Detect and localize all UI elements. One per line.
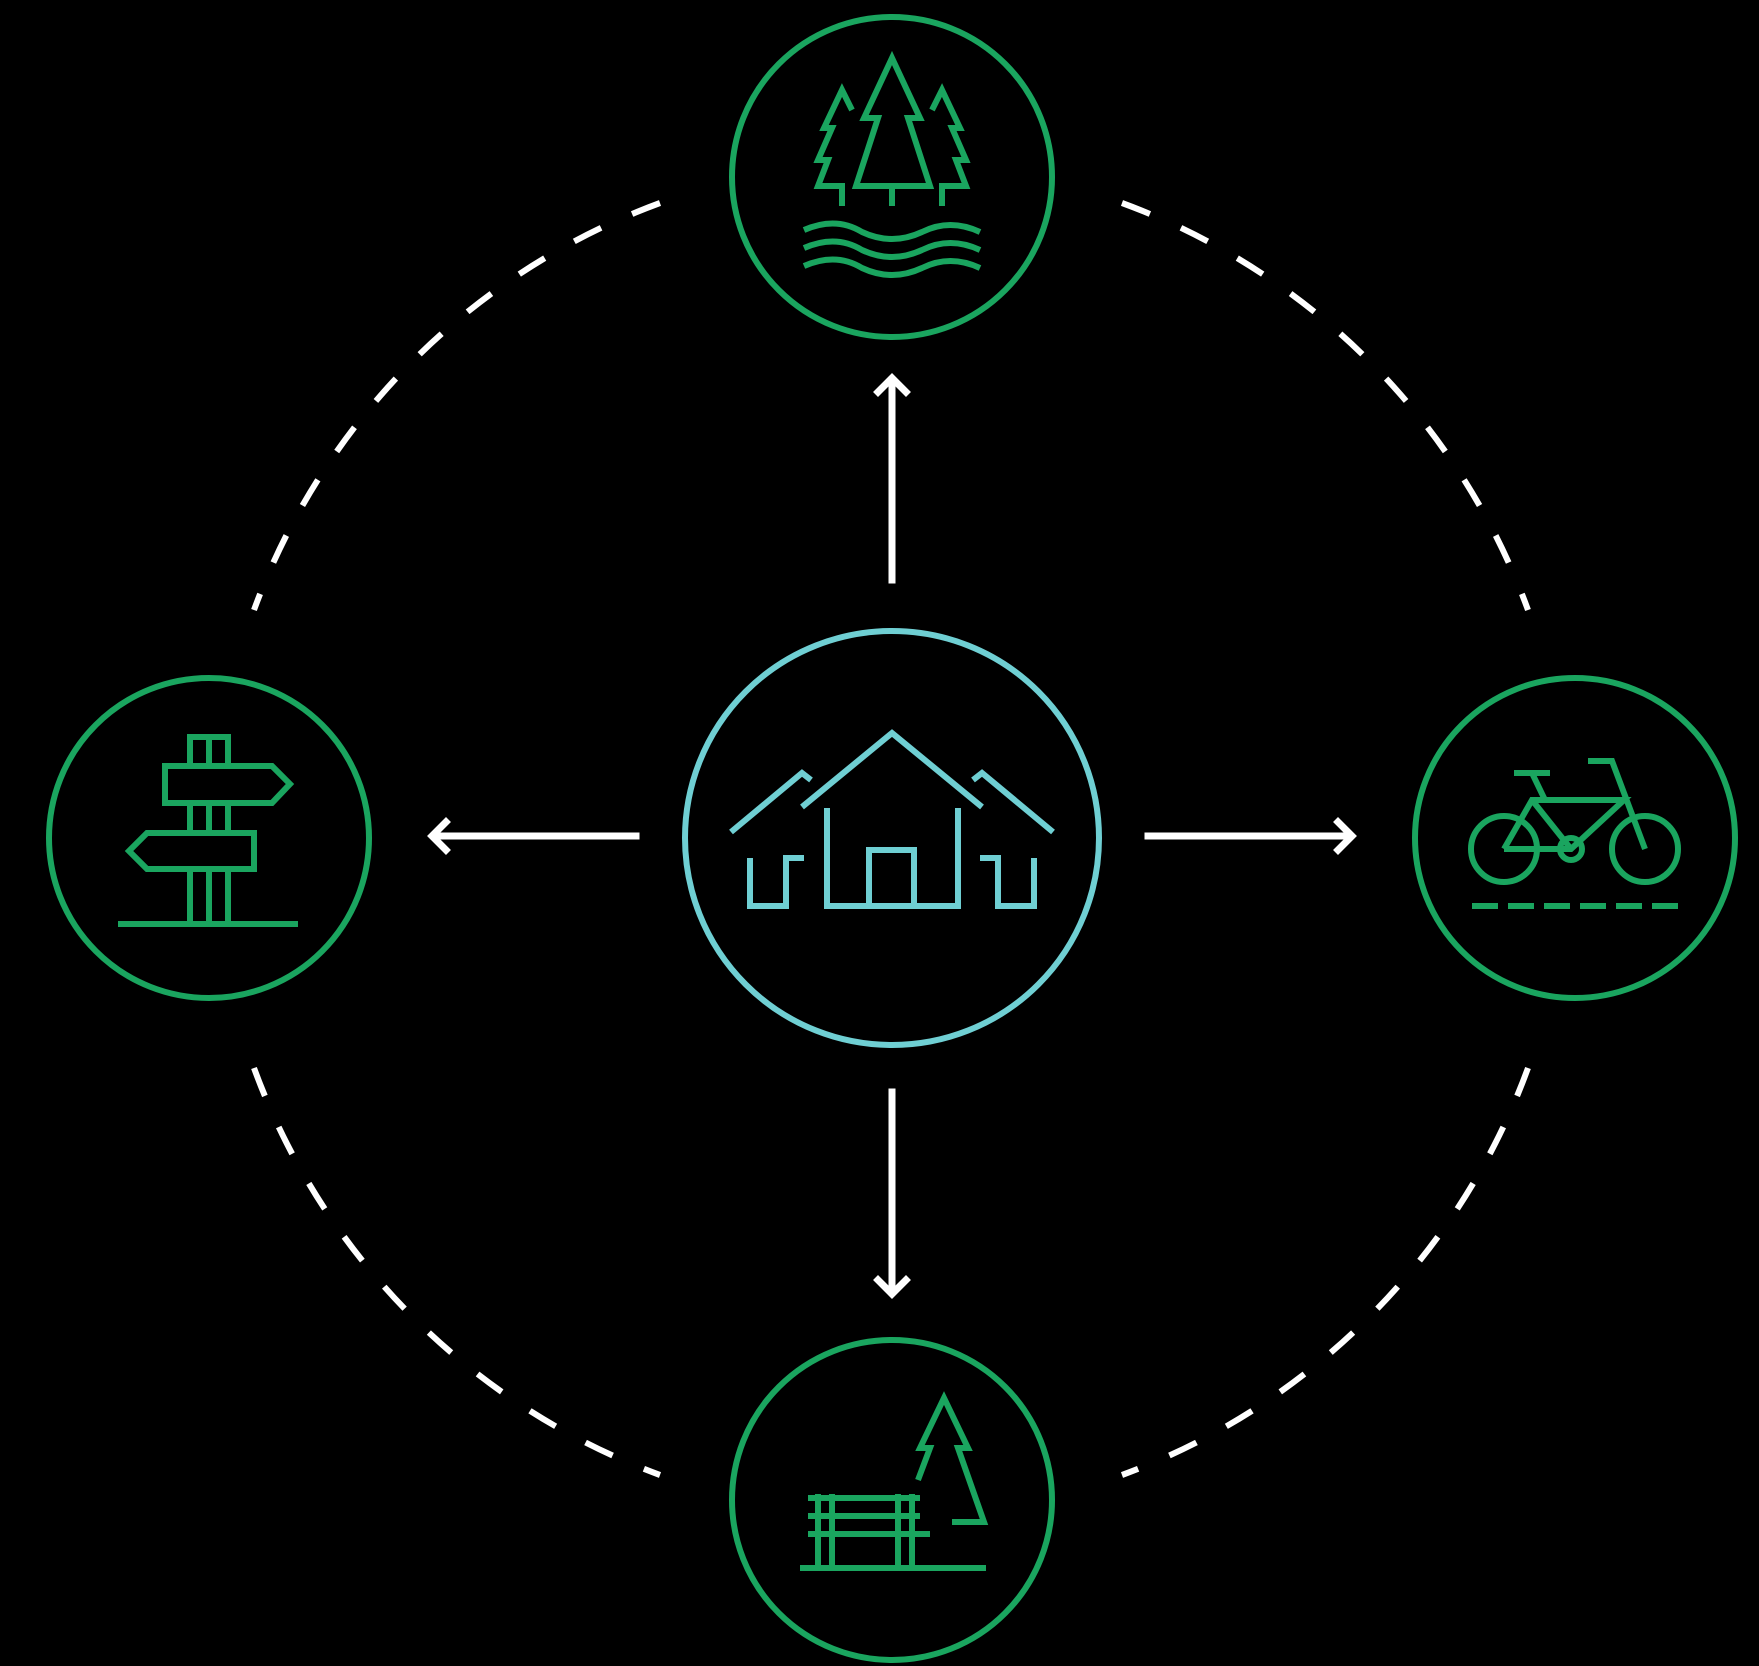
park-bench-tree-icon	[800, 1391, 989, 1571]
ring-arc-bottom-left	[251, 1066, 662, 1478]
left-node	[46, 675, 372, 1001]
right-node	[1412, 675, 1738, 1001]
center-node	[682, 628, 1102, 1048]
bicycle-path-icon	[1468, 758, 1681, 909]
arrow-right	[1144, 817, 1357, 855]
connectors	[427, 373, 1357, 1299]
arrow-up	[873, 373, 911, 584]
ring-arc-top-left	[251, 200, 662, 612]
arrow-down	[873, 1088, 911, 1299]
bottom-node	[729, 1337, 1055, 1663]
signpost-icon	[118, 734, 298, 927]
arrow-left	[427, 817, 640, 855]
ring-arc-bottom-right	[1120, 1066, 1531, 1478]
forest-lake-icon	[802, 50, 982, 278]
top-node	[729, 14, 1055, 340]
ring-arc-top-right	[1120, 200, 1531, 612]
houses-icon	[729, 729, 1055, 909]
outer-ring	[251, 200, 1531, 1478]
